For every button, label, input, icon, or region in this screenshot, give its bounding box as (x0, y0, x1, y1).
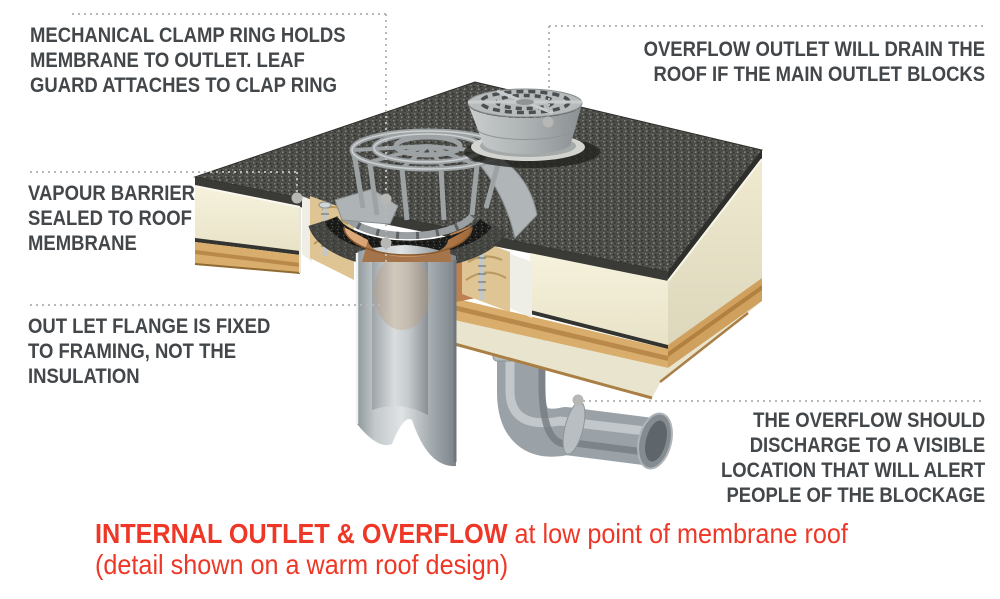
dot-outlet-flange (380, 237, 392, 249)
caption-line-2: (detail shown on a warm roof design) (95, 549, 509, 580)
annotation-line: OUT LET FLANGE IS FIXED (28, 315, 271, 338)
annotation-line: MEMBRANE (28, 232, 137, 255)
insulation-edge-se (668, 159, 762, 345)
overflow-pipe (492, 340, 673, 470)
annotation-line: OVERFLOW OUTLET WILL DRAIN THE (643, 38, 985, 61)
caption-regular: at low point of membrane roof (507, 518, 848, 549)
pipe-open-mouth (637, 412, 673, 470)
dot-overflow-discharge (572, 394, 584, 406)
annotation-line: PEOPLE OF THE BLOCKAGE (726, 484, 985, 507)
annotation-line: LOCATION THAT WILL ALERT (720, 459, 985, 482)
vapour-barrier-line (195, 238, 300, 255)
annotation-line: SEALED TO ROOF (28, 207, 192, 230)
cut-face-left (302, 196, 312, 262)
dot-vapour-barrier (291, 192, 303, 204)
caption-line-1: INTERNAL OUTLET & OVERFLOW at low point … (95, 518, 848, 549)
drain-pipe-cutaway (355, 245, 457, 467)
annotation-vapour-barrier: VAPOUR BARRIER SEALED TO ROOF MEMBRANE (28, 181, 195, 256)
annotation-line: MECHANICAL CLAMP RING HOLDS (30, 24, 346, 47)
copper-outlet-flange (343, 226, 473, 262)
annotation-overflow-outlet: OVERFLOW OUTLET WILL DRAIN THE ROOF IF T… (643, 37, 985, 87)
annotation-overflow-discharge: THE OVERFLOW SHOULD DISCHARGE TO A VISIB… (721, 408, 985, 508)
leader-dots (291, 116, 584, 406)
annotation-line: ROOF IF THE MAIN OUTLET BLOCKS (653, 63, 985, 86)
annotation-line: DISCHARGE TO A VISIBLE (749, 434, 985, 457)
annotation-line: MEMBRANE TO OUTLET. LEAF (30, 49, 305, 72)
dome-body (468, 104, 582, 154)
diagram-caption: INTERNAL OUTLET & OVERFLOW at low point … (95, 518, 848, 580)
dome-grate-cap (467, 88, 583, 118)
roof-membrane-surface (195, 82, 762, 272)
roof-underside (440, 318, 668, 398)
annotation-clamp-ring: MECHANICAL CLAMP RING HOLDS MEMBRANE TO … (30, 23, 346, 98)
leaf-guard (334, 128, 538, 240)
dot-overflow-outlet (542, 116, 554, 128)
annotation-line: INSULATION (28, 365, 140, 388)
dot-clamp-ring (380, 193, 392, 205)
leader-clamp-ring (72, 13, 387, 305)
caption-bold: INTERNAL OUTLET & OVERFLOW (95, 518, 508, 549)
insulation-edge-right (530, 253, 668, 345)
mechanical-clamp-ring (339, 210, 476, 240)
annotation-line: VAPOUR BARRIER (28, 182, 196, 205)
leader-lines (30, 13, 985, 402)
annotation-outlet-flange: OUT LET FLANGE IS FIXED TO FRAMING, NOT … (28, 314, 270, 389)
roof-slab (193, 81, 763, 400)
leader-vapour-barrier (30, 171, 298, 192)
overflow-dome-outlet (464, 88, 600, 168)
cut-face-right (505, 252, 532, 318)
cutaway-section (302, 128, 538, 467)
annotation-line: GUARD ATTACHES TO CLAP RING (30, 74, 337, 97)
leader-overflow-outlet (548, 25, 985, 116)
annotation-line: THE OVERFLOW SHOULD (752, 409, 985, 432)
annotation-line: TO FRAMING, NOT THE (28, 340, 237, 363)
